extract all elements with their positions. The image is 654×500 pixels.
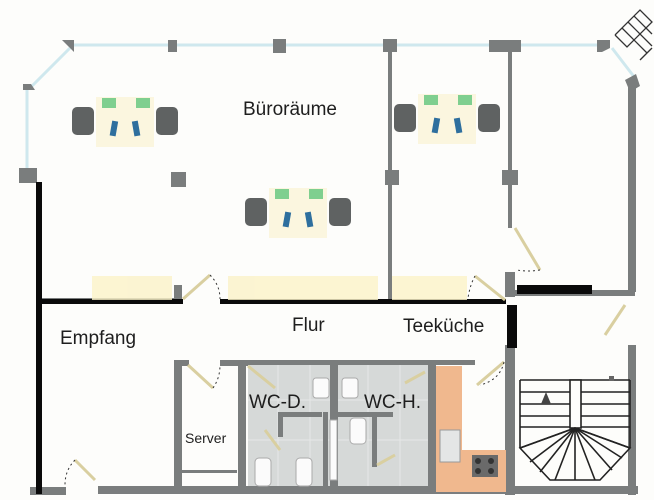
- room-label-flur: Flur: [292, 315, 325, 336]
- room-label-wc-d: WC-D.: [249, 392, 306, 413]
- stair-direction-arrow-icon: [541, 392, 551, 404]
- stove-icon: [472, 455, 498, 477]
- toilet-icon: [349, 417, 367, 445]
- door-swing-icon: [73, 227, 627, 482]
- balcony-railing-icon: [614, 9, 653, 61]
- kitchen-counter: [436, 366, 506, 492]
- desk-group-icon: [72, 97, 178, 147]
- walls-black: [36, 182, 592, 494]
- room-label-empfang: Empfang: [60, 328, 137, 349]
- window-sills: [92, 276, 467, 300]
- toilet-icon: [295, 457, 313, 487]
- sink-icon: [341, 377, 359, 399]
- urinal-partition: [329, 419, 338, 481]
- room-label-bueroraeume: Büroräume: [243, 99, 337, 120]
- stair-post: [609, 376, 614, 381]
- room-label-teekueche: Teeküche: [403, 316, 485, 337]
- desk-group-icon: [394, 94, 500, 144]
- door-arc: [64, 269, 541, 486]
- staircase-icon: [518, 379, 632, 485]
- room-label-server: Server: [185, 430, 227, 446]
- desk-group-icon: [245, 188, 351, 238]
- sink-icon: [312, 377, 330, 399]
- room-label-wc-h: WC-H.: [364, 392, 421, 413]
- toilet-icon: [254, 457, 272, 487]
- sink-icon: [439, 429, 461, 463]
